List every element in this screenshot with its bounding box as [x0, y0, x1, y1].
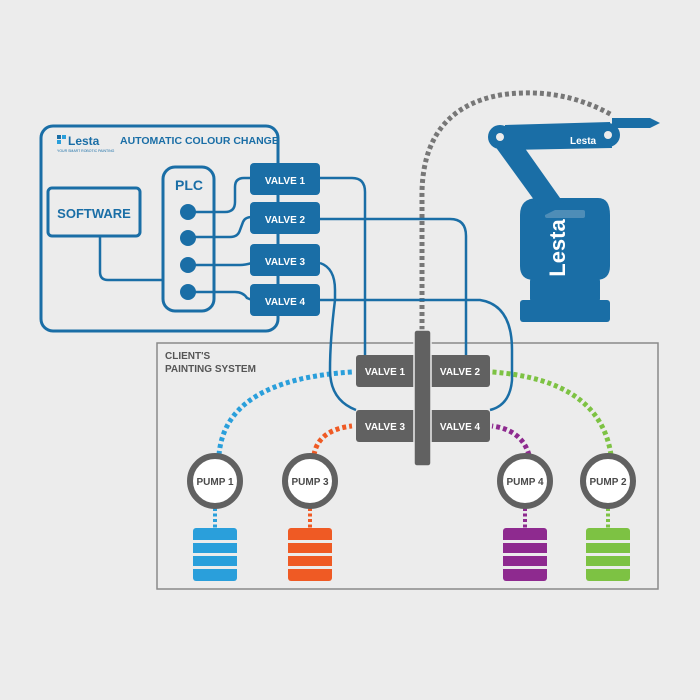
client-valve-3-label: VALVE 3	[365, 422, 406, 433]
plc-valve-1-label: VALVE 1	[265, 176, 306, 187]
pump-1-label: PUMP 1	[196, 477, 233, 488]
plc-port-1	[180, 204, 196, 220]
barrel-blue	[190, 528, 240, 581]
pump-1: PUMP 1	[187, 453, 243, 509]
pump-3: PUMP 3	[282, 453, 338, 509]
plc-port-3	[180, 257, 196, 273]
robot-arm-lesta-logo: Lesta	[570, 136, 597, 147]
plc-box	[161, 165, 216, 313]
plc-valve-1	[250, 163, 320, 195]
client-system-label-line2: PAINTING SYSTEM	[165, 364, 256, 375]
software-label: SOFTWARE	[57, 206, 131, 221]
pump-2-label: PUMP 2	[589, 477, 626, 488]
client-valve-1-label: VALVE 1	[365, 367, 406, 378]
pump-2: PUMP 2	[580, 453, 636, 509]
barrel-green	[583, 528, 633, 581]
software-box	[46, 186, 142, 238]
automatic-colour-change-title: AUTOMATIC COLOUR CHANGE	[120, 135, 279, 147]
client-valve-4-label: VALVE 4	[440, 422, 481, 433]
pump-4-label: PUMP 4	[506, 477, 543, 488]
barrel-purple	[500, 528, 550, 581]
plc-valve-2-label: VALVE 2	[265, 215, 306, 226]
plc-valve-3	[250, 244, 320, 276]
lesta-tagline: YOUR SMART ROBOTIC PAINTING	[57, 149, 115, 153]
client-system-label-line1: CLIENT'S	[165, 351, 210, 362]
plc-label: PLC	[175, 177, 203, 193]
pump-3-label: PUMP 3	[291, 477, 328, 488]
manifold-bar	[413, 329, 432, 467]
hose-blue	[216, 369, 353, 456]
hose-orange	[311, 423, 353, 456]
pump-4: PUMP 4	[497, 453, 553, 509]
client-painting-system-frame	[156, 342, 659, 590]
plc-valve-4	[250, 284, 320, 316]
plc-port-4	[180, 284, 196, 300]
painting-robot-icon: Lesta Lesta	[488, 118, 660, 322]
hose-to-robot	[419, 90, 614, 330]
plc-port-2	[180, 230, 196, 246]
plc-valve-3-label: VALVE 3	[265, 257, 306, 268]
plc-valve-2	[250, 202, 320, 234]
robot-lesta-logo: Lesta	[545, 219, 570, 277]
barrel-orange	[285, 528, 335, 581]
hose-green	[491, 369, 614, 456]
lesta-logo: Lesta YOUR SMART ROBOTIC PAINTING	[57, 134, 115, 153]
hose-purple	[491, 423, 532, 456]
client-valve-2-label: VALVE 2	[440, 367, 481, 378]
control-wiring	[98, 176, 514, 412]
lesta-wordmark: Lesta	[68, 134, 100, 148]
plc-valve-4-label: VALVE 4	[265, 297, 306, 308]
